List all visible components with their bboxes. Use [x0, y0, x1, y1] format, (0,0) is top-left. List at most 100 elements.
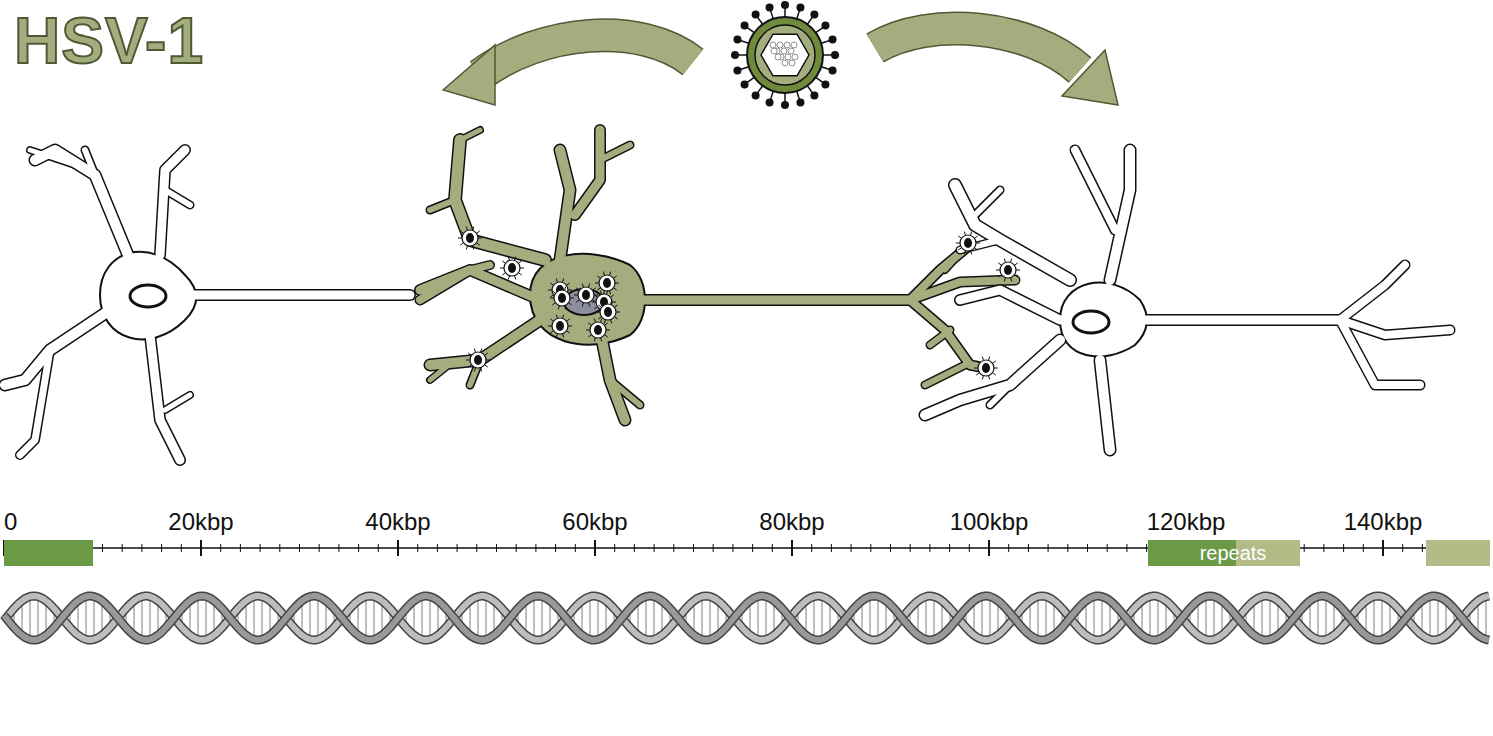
- spike: [594, 319, 595, 323]
- axis-tick: [949, 544, 950, 552]
- axis-tick: [791, 540, 793, 556]
- base-pair: [309, 597, 311, 640]
- axis-tick: [319, 544, 320, 552]
- repeat-bar: [1426, 540, 1490, 566]
- neurite: [575, 130, 600, 215]
- base-pair: [925, 597, 927, 640]
- neurite: [430, 364, 450, 380]
- base-pair: [1149, 597, 1151, 640]
- envelope: [504, 260, 520, 276]
- base-pair: [317, 597, 319, 640]
- neurite-outline: [420, 270, 540, 300]
- spike-tip: [829, 66, 837, 74]
- axis-tick: [200, 540, 202, 556]
- soma: [530, 254, 645, 345]
- axis-tick: [181, 544, 182, 552]
- capsid: [556, 321, 564, 331]
- spike: [582, 284, 583, 288]
- spike: [460, 243, 463, 245]
- spike: [604, 301, 605, 305]
- spike-tip: [810, 11, 818, 19]
- axis-tick: [870, 544, 871, 552]
- base-pair: [589, 597, 591, 640]
- neurite: [30, 150, 75, 165]
- spike: [1004, 259, 1005, 263]
- spike: [558, 287, 559, 291]
- repeat-band: repeats: [1197, 540, 1270, 566]
- axis-tick: [1008, 544, 1009, 552]
- base-pair: [1437, 597, 1439, 640]
- spike-tip: [741, 80, 749, 88]
- axis-tick: [1146, 544, 1147, 552]
- neurite-outline: [925, 340, 1060, 415]
- neurite-outline: [960, 290, 1060, 320]
- axis-tick: [299, 544, 300, 552]
- base-pair: [37, 597, 39, 640]
- neurite: [1340, 320, 1450, 335]
- virion: [595, 272, 619, 295]
- base-pair: [813, 597, 815, 640]
- neurite: [20, 350, 50, 455]
- spike: [466, 360, 470, 361]
- axis-tick: [713, 544, 714, 552]
- neurite: [600, 145, 630, 160]
- axis-tick: [1343, 544, 1344, 552]
- base-pair: [261, 597, 263, 640]
- axis-label: 60kbp: [562, 508, 627, 536]
- genome-granule: [781, 48, 787, 54]
- neurite: [1135, 316, 1340, 325]
- genome-granule: [788, 48, 794, 54]
- spike: [588, 303, 589, 307]
- neurite-outline: [165, 395, 190, 410]
- spike: [466, 227, 467, 231]
- neurite: [960, 290, 1060, 320]
- capsid: [1004, 265, 1012, 275]
- spike: [564, 306, 565, 310]
- spike-tip: [752, 91, 760, 99]
- axis-tick: [102, 544, 103, 552]
- base-pair: [421, 597, 423, 640]
- spike-tip: [821, 80, 829, 88]
- neurite-outline: [910, 300, 985, 368]
- genome-granule: [771, 48, 777, 54]
- axis-tick: [1402, 544, 1403, 552]
- spike: [508, 257, 509, 261]
- spike: [594, 338, 595, 342]
- spike: [466, 246, 467, 250]
- dna-helix: [4, 596, 1489, 640]
- spike: [603, 272, 604, 276]
- base-pair: [981, 597, 983, 640]
- base-pair: [373, 597, 375, 640]
- neurite: [5, 310, 110, 385]
- envelope: [978, 360, 994, 376]
- spike: [609, 291, 610, 295]
- spike-tip: [752, 11, 760, 19]
- axis-tick: [397, 540, 399, 556]
- base-pair: [989, 597, 991, 640]
- spike: [514, 257, 515, 261]
- spike: [476, 231, 479, 233]
- base-pair: [701, 597, 703, 640]
- neurite-outline: [165, 190, 190, 205]
- neurite-outline: [455, 140, 545, 260]
- capsid: [761, 34, 809, 76]
- neurite-outline: [925, 365, 965, 385]
- spike-tip: [741, 22, 749, 30]
- neurite: [85, 150, 95, 175]
- envelope: [960, 235, 976, 251]
- spike: [564, 287, 565, 291]
- base-pair: [757, 597, 759, 640]
- axis-tick: [910, 544, 911, 552]
- capsid: [594, 325, 602, 335]
- capsid: [582, 290, 590, 300]
- genome-axis: [4, 540, 1490, 566]
- spike: [514, 276, 515, 280]
- neurite-outline: [575, 130, 600, 215]
- spike: [562, 315, 563, 319]
- axis-label: 120kbp: [1147, 508, 1226, 536]
- spike: [556, 279, 557, 283]
- capsid: [604, 307, 612, 317]
- base-pair: [645, 597, 647, 640]
- genome-granule: [789, 60, 795, 66]
